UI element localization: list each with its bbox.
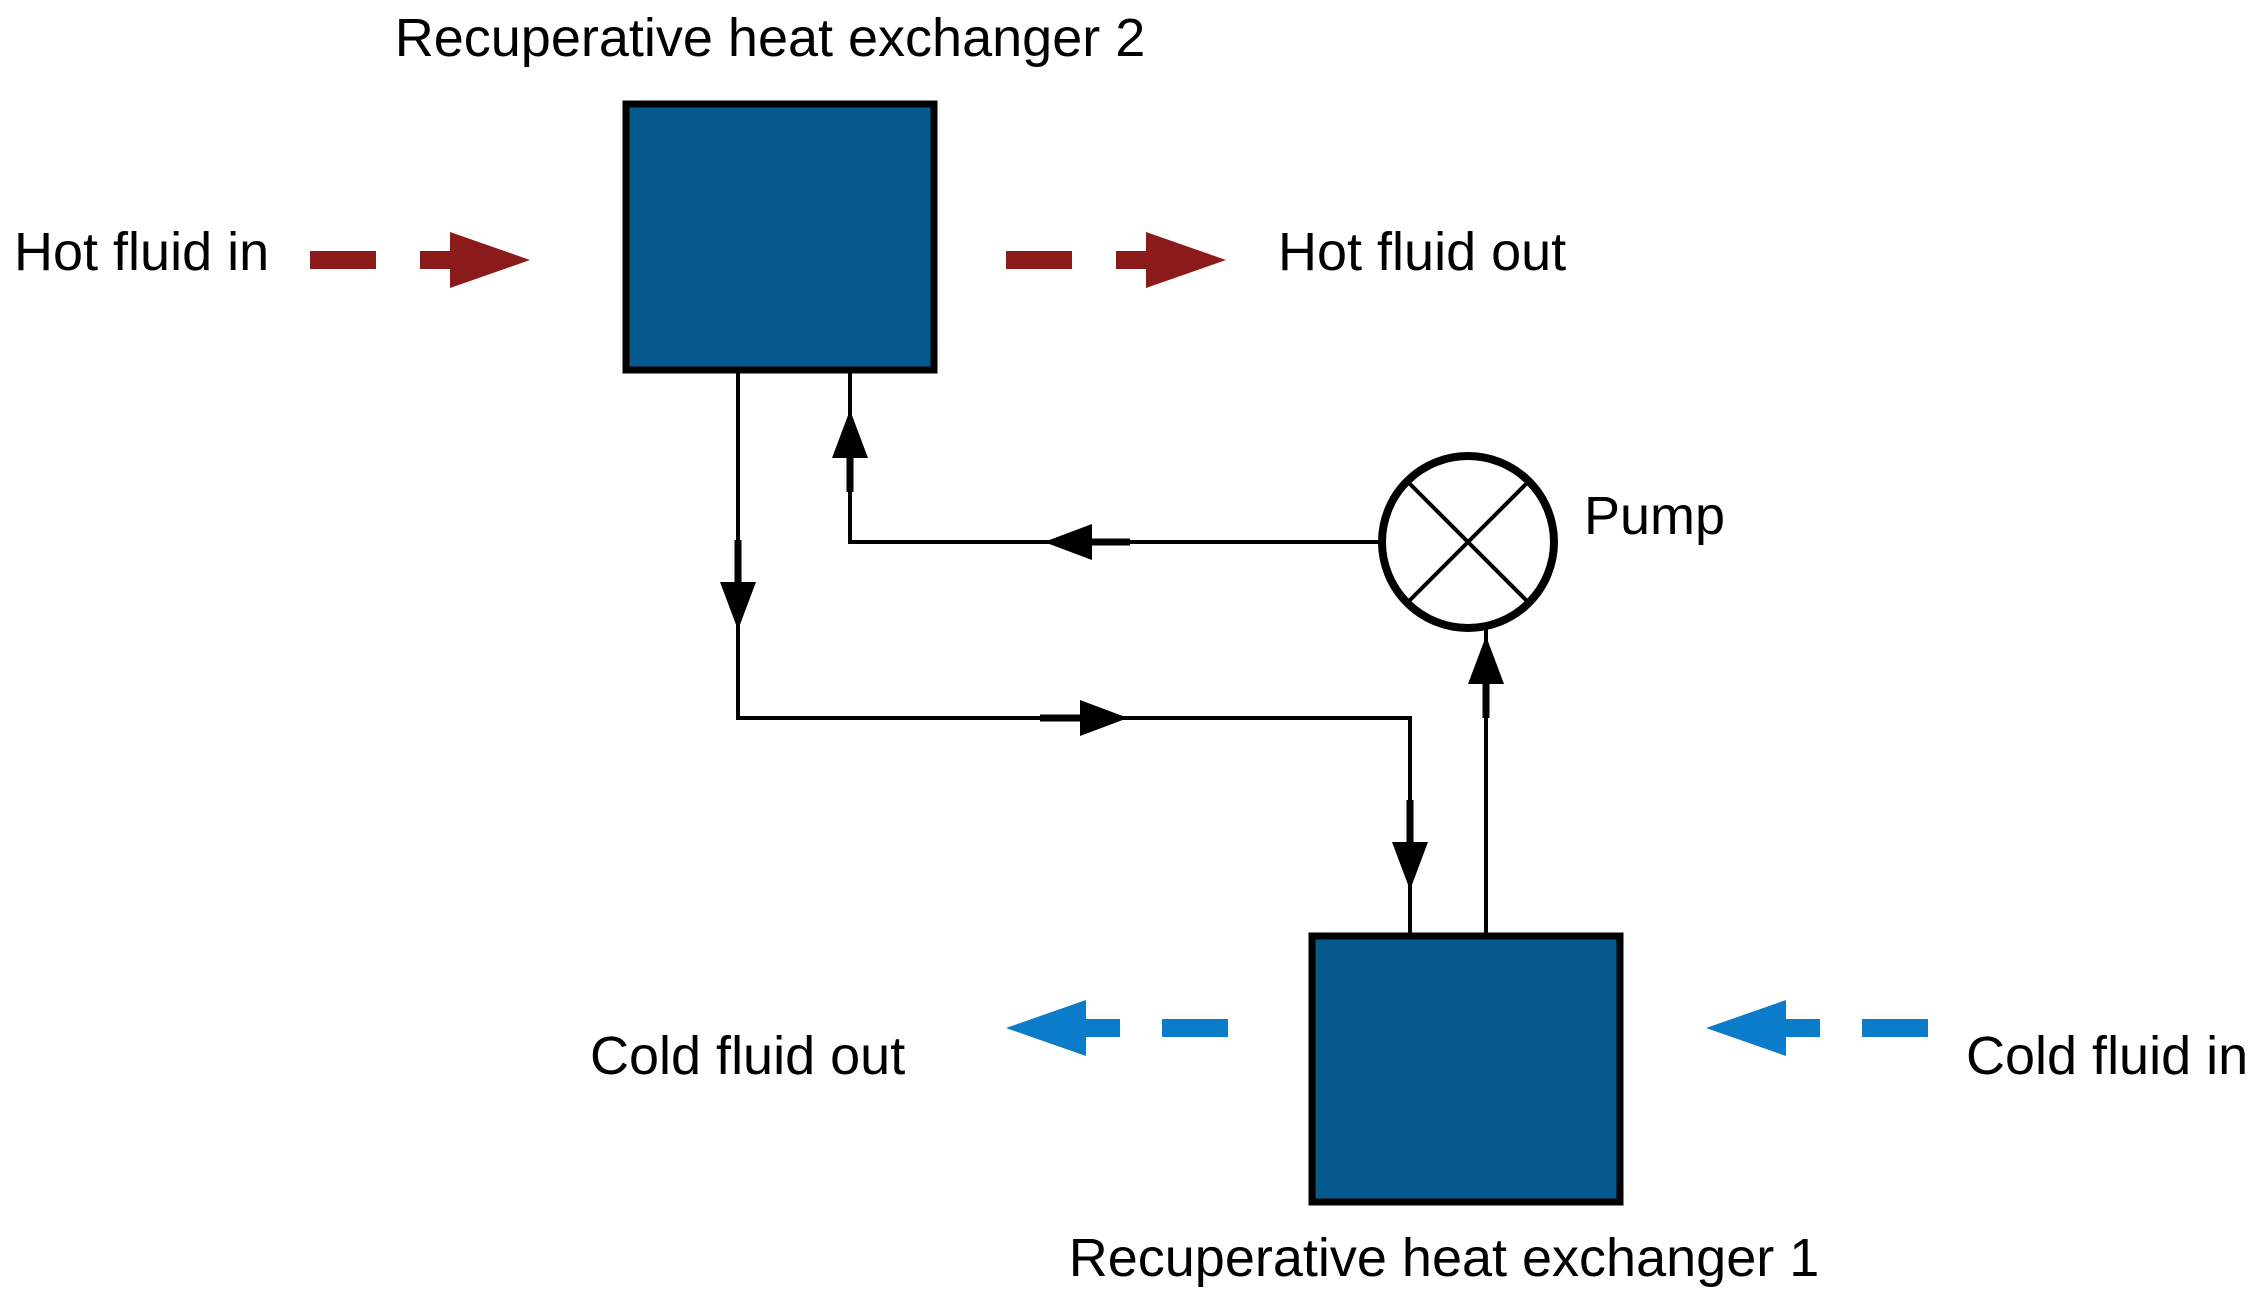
hot-fluid-out-arrow-icon [1006, 232, 1226, 288]
loop-arrow-up-icon [832, 410, 868, 492]
cold-fluid-in-arrow-icon [1706, 1000, 1928, 1056]
hot-fluid-in-label: Hot fluid in [14, 222, 269, 282]
cold-fluid-out-label: Cold fluid out [590, 1026, 905, 1086]
loop-arrow-right-icon [1040, 700, 1128, 736]
heat-exchanger-2 [622, 100, 938, 374]
exchanger-2-label: Recuperative heat exchanger 2 [395, 8, 1146, 68]
loop-arrow-down-left-icon [720, 540, 756, 630]
loop-arrow-left-icon [1044, 524, 1130, 560]
loop-arrow-down-right-icon [1392, 800, 1428, 890]
cold-fluid-in-label: Cold fluid in [1966, 1026, 2248, 1086]
hot-fluid-out-label: Hot fluid out [1278, 222, 1566, 282]
hot-fluid-in-arrow-icon [310, 232, 530, 288]
pump-icon [1378, 452, 1558, 632]
cold-fluid-out-arrow-icon [1006, 1000, 1228, 1056]
heat-exchanger-1 [1308, 932, 1624, 1206]
pump-label: Pump [1584, 486, 1725, 546]
loop-pipe-pump-outlet [848, 370, 1382, 544]
loop-arrow-up-to-pump-icon [1468, 636, 1504, 718]
exchanger-1-label: Recuperative heat exchanger 1 [1069, 1228, 1820, 1288]
